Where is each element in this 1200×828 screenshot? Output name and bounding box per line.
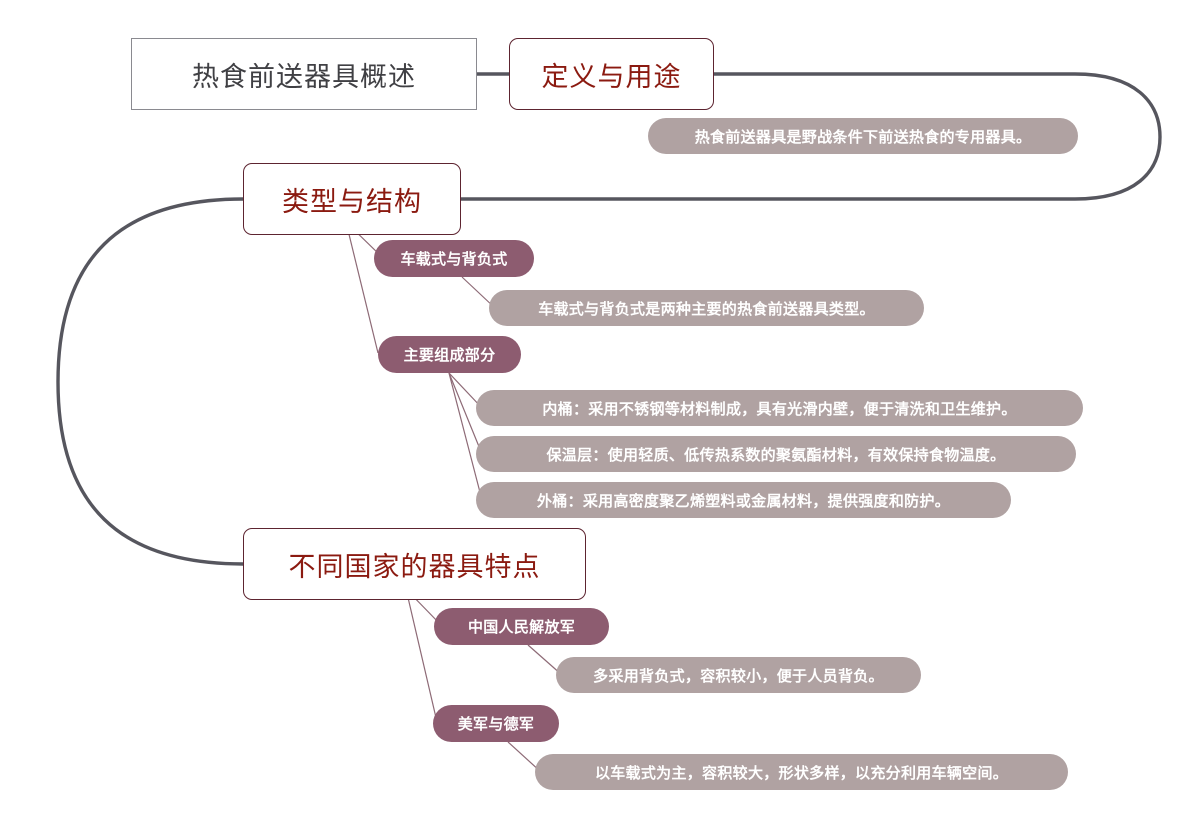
sub-node-vehicle-backpack[interactable]: 车载式与背负式 [374,240,534,277]
root-node-label: 热食前送器具概述 [192,61,416,92]
sub-node-pla[interactable]: 中国人民解放军 [434,608,609,645]
sub-node-components[interactable]: 主要组成部分 [378,336,521,373]
detail-node-vehicle-backpack-label: 车载式与背负式是两种主要的热食前送器具类型。 [538,300,875,318]
branch-node-definition-label: 定义与用途 [541,61,682,92]
detail-node-definition-label: 热食前送器具是野战条件下前送热食的专用器具。 [694,128,1032,146]
branch-node-types[interactable]: 类型与结构 [243,163,461,235]
detail-node-outer-bucket[interactable]: 外桶：采用高密度聚乙烯塑料或金属材料，提供强度和防护。 [476,482,1011,518]
sub-node-pla-label: 中国人民解放军 [467,619,576,636]
sub-node-us-de[interactable]: 美军与德军 [433,705,559,742]
connector-sub-components-to-detail-outer [448,372,483,501]
sub-node-us-de-label: 美军与德军 [457,716,535,733]
detail-node-insulation-layer-label: 保温层：使用轻质、低传热系数的聚氨酯材料，有效保持食物温度。 [546,446,1006,464]
detail-node-definition[interactable]: 热食前送器具是野战条件下前送热食的专用器具。 [648,118,1078,154]
root-node[interactable]: 热食前送器具概述 [131,38,477,110]
detail-node-us-de-label: 以车载式为主，容积较大，形状多样，以充分利用车辆空间。 [594,764,1009,782]
detail-node-inner-bucket-label: 内桶：采用不锈钢等材料制成，具有光滑内壁，便于清洗和卫生维护。 [542,400,1017,418]
branch-node-countries[interactable]: 不同国家的器具特点 [243,528,586,600]
connector-types-to-sub-components [345,221,379,354]
connector-countries-to-sub-usde [405,588,438,723]
detail-node-inner-bucket[interactable]: 内桶：采用不锈钢等材料制成，具有光滑内壁，便于清洗和卫生维护。 [476,390,1083,426]
detail-node-vehicle-backpack[interactable]: 车载式与背负式是两种主要的热食前送器具类型。 [489,290,924,326]
detail-node-pla[interactable]: 多采用背负式，容积较小，便于人员背负。 [556,657,921,693]
sub-node-vehicle-backpack-label: 车载式与背负式 [400,251,508,268]
detail-node-outer-bucket-label: 外桶：采用高密度聚乙烯塑料或金属材料，提供强度和防护。 [536,492,951,510]
detail-node-us-de[interactable]: 以车载式为主，容积较大，形状多样，以充分利用车辆空间。 [535,754,1068,790]
sub-node-components-label: 主要组成部分 [403,347,496,364]
detail-node-pla-label: 多采用背负式，容积较小，便于人员背负。 [593,667,884,685]
connector-types-to-countries [56,197,244,566]
detail-node-insulation-layer[interactable]: 保温层：使用轻质、低传热系数的聚氨酯材料，有效保持食物温度。 [476,436,1076,472]
branch-node-definition[interactable]: 定义与用途 [509,38,714,110]
branch-node-countries-label: 不同国家的器具特点 [288,551,541,582]
branch-node-types-label: 类型与结构 [282,186,422,217]
